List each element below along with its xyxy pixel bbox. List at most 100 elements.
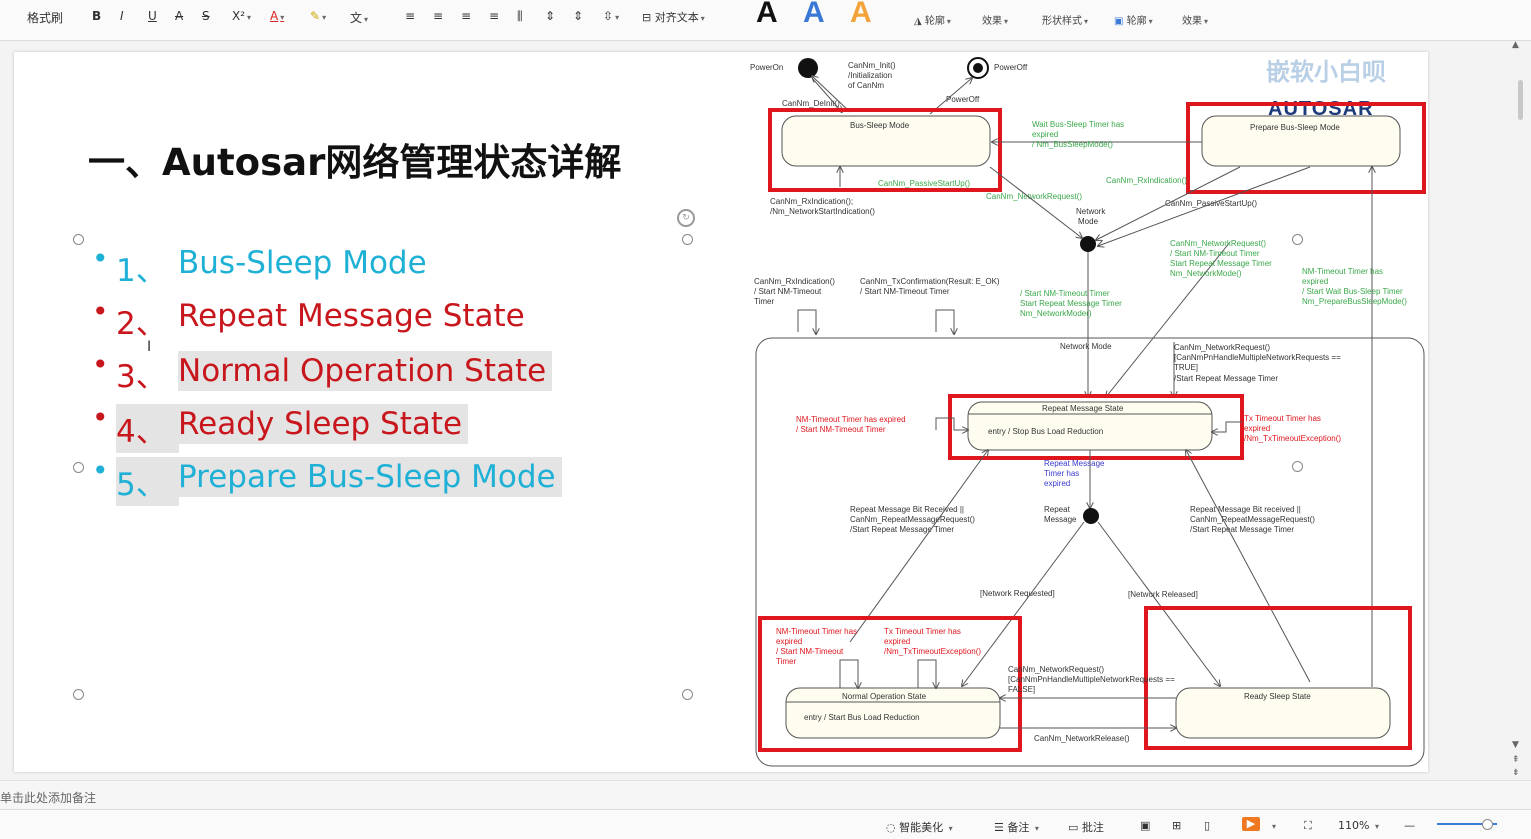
next-slide-icon[interactable]: ⇟ (1512, 768, 1520, 778)
shape-effect-button[interactable]: 效果▾ (1182, 16, 1209, 27)
bus-sleep-highlight (768, 108, 1002, 192)
rx-indication-mid-2: / Start NM-Timeout (754, 287, 822, 296)
bullet-number: 3、 (116, 359, 167, 395)
zoom-level[interactable]: 110% ▾ (1338, 819, 1379, 832)
resize-handle[interactable] (682, 689, 693, 700)
autosar-nm-state-diagram[interactable]: 嵌软小白呗 AUTOSAR PowerOn PowerOff CanNm_Ini… (750, 52, 1428, 772)
zoom-slider-track[interactable] (1437, 823, 1497, 825)
phonetic-button[interactable]: 文▾ (350, 11, 369, 25)
line-spacing-decrease-icon[interactable]: ⇕ (573, 9, 584, 23)
repeat-entry-label: entry / Stop Bus Load Reduction (988, 427, 1103, 436)
shape-outline-button[interactable]: ▣ 轮廓▾ (1114, 16, 1153, 27)
text-outline-button[interactable]: ◮ 轮廓▾ (914, 16, 951, 27)
network-released-label: [Network Released] (1128, 590, 1198, 599)
smart-beautify-button[interactable]: ◌ 智能美化 ▾ (886, 821, 953, 834)
repeat-timer-expired-1: Repeat Message (1044, 459, 1105, 468)
align-text-button[interactable]: ⊟ 对齐文本▾ (642, 11, 705, 24)
nm-timeout-right-4: Nm_PrepareBusSleepMode() (1302, 297, 1407, 306)
zoom-slider-knob[interactable] (1482, 819, 1493, 830)
repeat-bit-right-2: CanNm_RepeatMessageRequest() (1190, 515, 1315, 524)
network-mode-node-label-2: Mode (1078, 217, 1099, 226)
transition-line (1186, 450, 1311, 683)
prepare-bus-sleep-state[interactable] (1201, 115, 1401, 167)
scroll-down-icon[interactable]: ▼ (1512, 740, 1519, 750)
nm-timeout-right-3: / Start Wait Bus-Sleep Timer (1302, 287, 1403, 296)
notes-toggle-button[interactable]: ☰ 备注 ▾ (994, 821, 1039, 834)
notes-placeholder[interactable]: 单击此处添加备注 (0, 791, 97, 805)
transition-line (989, 166, 1082, 238)
repeat-message-node-1: Repeat (1044, 505, 1071, 514)
resize-handle[interactable] (73, 234, 84, 245)
resize-handle[interactable] (1292, 461, 1303, 472)
deinit-label: CanNm_DeInit() (782, 99, 840, 108)
align-left-icon[interactable]: ≡ (405, 9, 416, 23)
text-effect-button[interactable]: 效果▾ (982, 16, 1009, 27)
zoom-out-icon[interactable]: — (1404, 819, 1415, 832)
transition-line (1096, 166, 1241, 240)
slideshow-options-icon[interactable]: ▾ (1272, 822, 1277, 831)
power-off-node-inner (973, 63, 983, 73)
rx-indication-top-label: CanNm_RxIndication() (1106, 176, 1187, 185)
resize-handle[interactable] (1292, 234, 1303, 245)
resize-handle[interactable] (73, 689, 84, 700)
normal-tx-timeout-2: expired (884, 637, 910, 646)
bullet-number: 4、 (116, 404, 179, 453)
network-release-label: CanNm_NetworkRelease() (1034, 734, 1130, 743)
transition-line (962, 521, 1085, 686)
resize-handle[interactable] (682, 234, 693, 245)
scrollbar-thumb[interactable] (1518, 80, 1523, 120)
strikethrough-button[interactable]: S (202, 9, 210, 23)
art-text-orange[interactable]: A (850, 0, 872, 29)
repeat-timer-expired-2: Timer has (1044, 469, 1079, 478)
format-painter-button[interactable]: 格式刷 (27, 11, 64, 25)
prev-slide-icon[interactable]: ⇞ (1512, 755, 1520, 765)
italic-button[interactable]: I (120, 9, 124, 23)
normal-operation-state[interactable] (785, 687, 1001, 739)
bullet-dot-icon: • (92, 454, 109, 487)
resize-handle[interactable] (73, 462, 84, 473)
font-color-button[interactable]: A▾ (270, 9, 285, 23)
line-spacing-increase-icon[interactable]: ⇕ (545, 9, 556, 23)
line-spacing-icon[interactable]: ⇳▾ (603, 9, 620, 23)
strikethrough-a-button[interactable]: A (175, 9, 184, 23)
repeat-message-label: Repeat Message State (1042, 404, 1124, 413)
play-slideshow-icon[interactable]: ▶ (1242, 817, 1260, 831)
highlight-button[interactable]: ✎▾ (310, 9, 327, 23)
normal-view-icon[interactable]: ▣ (1140, 819, 1151, 832)
slide-title[interactable]: 一、Autosar网络管理状态详解 (88, 141, 622, 184)
tx-timeout-right-2: expired (1244, 424, 1270, 433)
scroll-up-icon[interactable]: ▲ (1512, 40, 1519, 50)
repeat-bit-right-3: /Start Repeat Message Timer (1190, 525, 1294, 534)
normal-entry-label: entry / Start Bus Load Reduction (804, 713, 920, 722)
tx-confirmation-2: / Start NM-Timeout Timer (860, 287, 950, 296)
art-text-black[interactable]: A (756, 0, 778, 29)
self-transition (797, 309, 816, 334)
fit-window-icon[interactable]: ⛶ (1304, 819, 1312, 832)
shape-style-button[interactable]: 形状样式▾ (1042, 16, 1089, 27)
notes-pane[interactable]: 单击此处添加备注 (0, 780, 1531, 809)
slide-sorter-icon[interactable]: ⊞ (1172, 819, 1182, 832)
art-text-blue[interactable]: A (803, 0, 825, 29)
tx-timeout-right-1: Tx Timeout Timer has (1244, 414, 1321, 423)
reading-view-icon[interactable]: ▯ (1204, 819, 1211, 832)
init-label-3: of CanNm (848, 81, 884, 90)
bullet-number: 5、 (116, 457, 179, 506)
power-on-node (798, 58, 818, 78)
align-center-icon[interactable]: ≡ (433, 9, 444, 23)
align-right-icon[interactable]: ≡ (461, 9, 472, 23)
bold-button[interactable]: B (92, 9, 102, 23)
rotate-handle-icon[interactable]: ↻ (677, 209, 695, 227)
repeat-message-choice-node (1083, 508, 1099, 524)
underline-button[interactable]: U (148, 9, 157, 23)
slide-canvas[interactable]: 一、Autosar网络管理状态详解 ↻ • 1、 Bus-Sleep Mode … (14, 52, 1428, 772)
comment-button[interactable]: ▭ 批注 (1068, 821, 1104, 834)
distributed-icon[interactable]: ⫼ (517, 9, 523, 23)
bus-sleep-state[interactable] (781, 115, 991, 167)
init-label-2: /Initialization (848, 71, 892, 80)
ready-sleep-state[interactable] (1175, 687, 1391, 739)
tx-timeout-right-3: /Nm_TxTimeoutException() (1244, 434, 1341, 443)
vertical-scrollbar[interactable] (1515, 44, 1527, 779)
superscript-button[interactable]: X²▾ (232, 9, 252, 23)
network-requested-label: [Network Requested] (980, 589, 1055, 598)
justify-icon[interactable]: ≡ (489, 9, 500, 23)
